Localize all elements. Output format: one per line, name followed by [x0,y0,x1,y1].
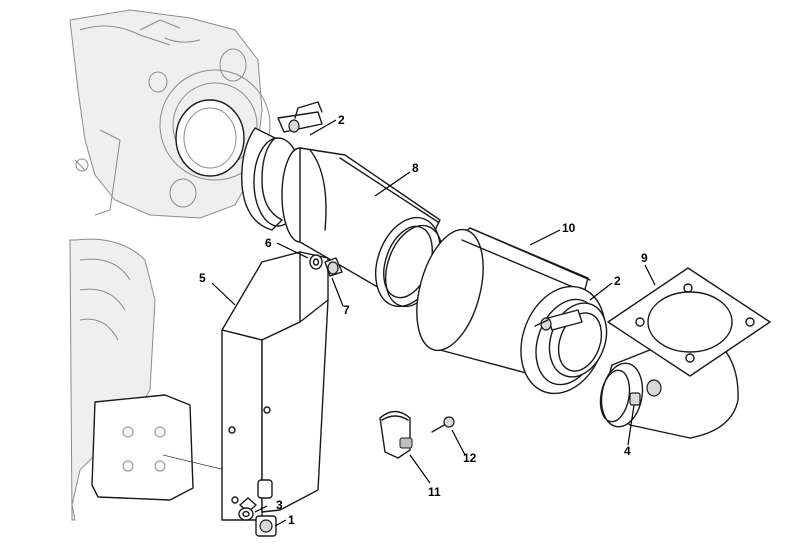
callout-2-upper: 2 [338,113,345,127]
leader-lines [211,119,656,527]
washer-3 [238,507,254,521]
callout-8: 8 [412,161,419,175]
screw-12 [431,416,455,433]
callout-7: 7 [343,303,350,317]
callout-11: 11 [428,485,441,499]
clamp-lower [534,302,608,378]
support-bracket [221,251,329,521]
callout-labels: 2 8 10 9 2 5 6 7 3 1 4 11 12 [199,113,648,527]
callout-6: 6 [265,236,272,250]
callout-4: 4 [624,444,631,458]
washer-6 [309,254,323,270]
clamp-upper [241,101,323,231]
engine-lower-block [69,238,231,521]
callout-3: 3 [276,498,283,512]
callout-12: 12 [463,451,477,465]
bolt-1 [255,479,277,537]
callout-1: 1 [288,513,295,527]
callout-2-lower: 2 [614,274,621,288]
exhaust-elbow [599,267,771,439]
bolt-7 [324,257,343,277]
callout-5: 5 [199,271,206,285]
engine-turbo-housing [69,9,271,219]
callout-10: 10 [562,221,576,235]
pipe-clamp-11 [379,410,413,459]
plug-fitting [629,392,641,406]
callout-9: 9 [641,251,648,265]
